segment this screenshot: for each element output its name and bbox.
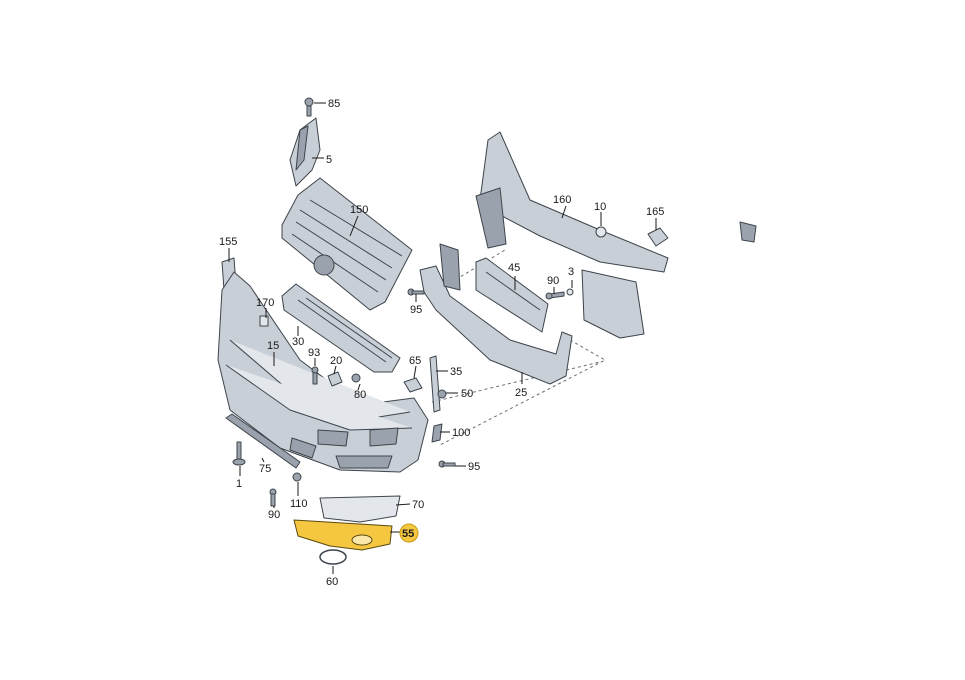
part-80-nut xyxy=(351,373,361,383)
part-45-bracket xyxy=(475,257,549,333)
label-25: 25 xyxy=(515,387,527,399)
leader-lines xyxy=(228,102,657,574)
part-60-ring xyxy=(319,549,347,565)
part-75-strip xyxy=(225,413,301,469)
part-50-nut xyxy=(437,389,447,399)
label-15: 15 xyxy=(267,340,279,352)
label-100: 100 xyxy=(452,427,470,439)
label-10: 10 xyxy=(594,201,606,213)
part-95-screw-upper xyxy=(407,288,425,296)
part-35-bracket xyxy=(429,355,441,413)
part-90-screw-lower xyxy=(269,488,277,507)
label-93: 93 xyxy=(308,347,320,359)
label-60: 60 xyxy=(326,576,338,588)
label-65: 65 xyxy=(409,355,421,367)
label-160: 160 xyxy=(553,194,571,206)
label-70: 70 xyxy=(412,499,424,511)
part-165-clip xyxy=(647,227,669,247)
label-20: 20 xyxy=(330,355,342,367)
part-85-screw xyxy=(304,97,314,117)
part-25-reinforcement xyxy=(419,243,573,385)
label-3: 3 xyxy=(568,266,574,278)
part-labels: 85 5 150 160 10 165 155 45 90 3 95 170 3… xyxy=(219,98,664,588)
label-80: 80 xyxy=(354,389,366,401)
label-50: 50 xyxy=(461,388,473,400)
part-160-carrier xyxy=(475,131,757,339)
part-55-trim-highlighted xyxy=(293,519,393,551)
label-1: 1 xyxy=(236,478,242,490)
part-5-bracket xyxy=(289,117,321,187)
part-10-clip xyxy=(595,226,607,238)
label-5: 5 xyxy=(326,154,332,166)
part-95-screw-lower xyxy=(438,460,456,468)
label-165: 165 xyxy=(646,206,664,218)
label-55: 55 xyxy=(402,528,414,540)
part-3-nut xyxy=(566,288,574,296)
part-1-screw xyxy=(232,441,246,466)
label-155: 155 xyxy=(219,236,237,248)
part-15-bumper-cover xyxy=(217,271,429,473)
part-70-trim xyxy=(319,495,401,523)
label-170: 170 xyxy=(256,297,274,309)
part-30-lower-grille xyxy=(281,283,401,373)
part-65-clip xyxy=(403,377,423,393)
label-110: 110 xyxy=(290,498,308,510)
part-93-screw xyxy=(311,366,319,385)
label-90-upper: 90 xyxy=(547,275,559,287)
label-95-lower: 95 xyxy=(468,461,480,473)
part-150-grille xyxy=(281,177,413,311)
label-30: 30 xyxy=(292,336,304,348)
part-110-clip xyxy=(292,472,302,482)
label-35: 35 xyxy=(450,366,462,378)
part-170-clip xyxy=(259,315,269,327)
label-90-lower: 90 xyxy=(268,509,280,521)
label-150: 150 xyxy=(350,204,368,216)
label-75: 75 xyxy=(259,463,271,475)
label-85: 85 xyxy=(328,98,340,110)
part-100-clip xyxy=(431,423,443,443)
callout-55-highlight xyxy=(399,523,419,543)
part-90-screw-upper xyxy=(545,291,565,300)
label-95-upper: 95 xyxy=(410,304,422,316)
label-45: 45 xyxy=(508,262,520,274)
